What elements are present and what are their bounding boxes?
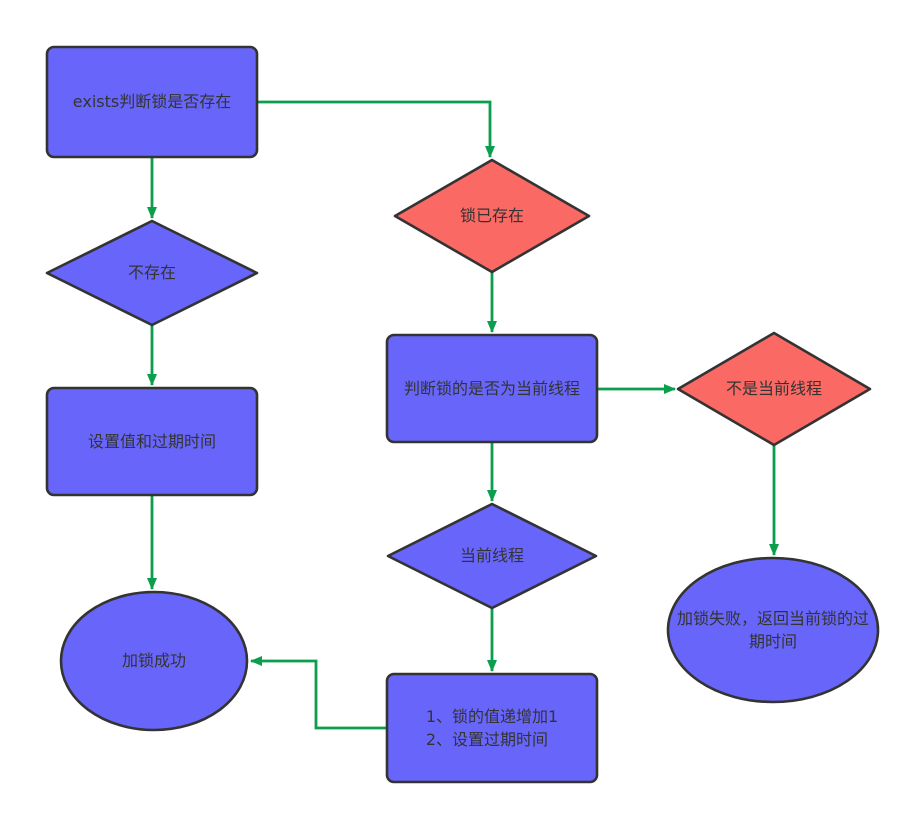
edges <box>147 100 779 730</box>
nodes <box>45 45 880 784</box>
node-check-exists <box>45 45 259 159</box>
node-set-value-expire <box>45 386 259 497</box>
node-check-thread <box>385 333 599 444</box>
node-lock-fail <box>666 556 880 704</box>
edge-check-exists-to-lock-exists <box>257 100 495 158</box>
node-not-current-thread <box>676 331 872 447</box>
node-lock-success <box>59 590 249 732</box>
edge-incr-value-to-lock-success <box>250 656 387 730</box>
node-not-exists <box>45 219 259 327</box>
node-current-thread <box>386 502 598 610</box>
node-lock-exists <box>393 158 591 274</box>
node-incr-value <box>385 672 599 784</box>
